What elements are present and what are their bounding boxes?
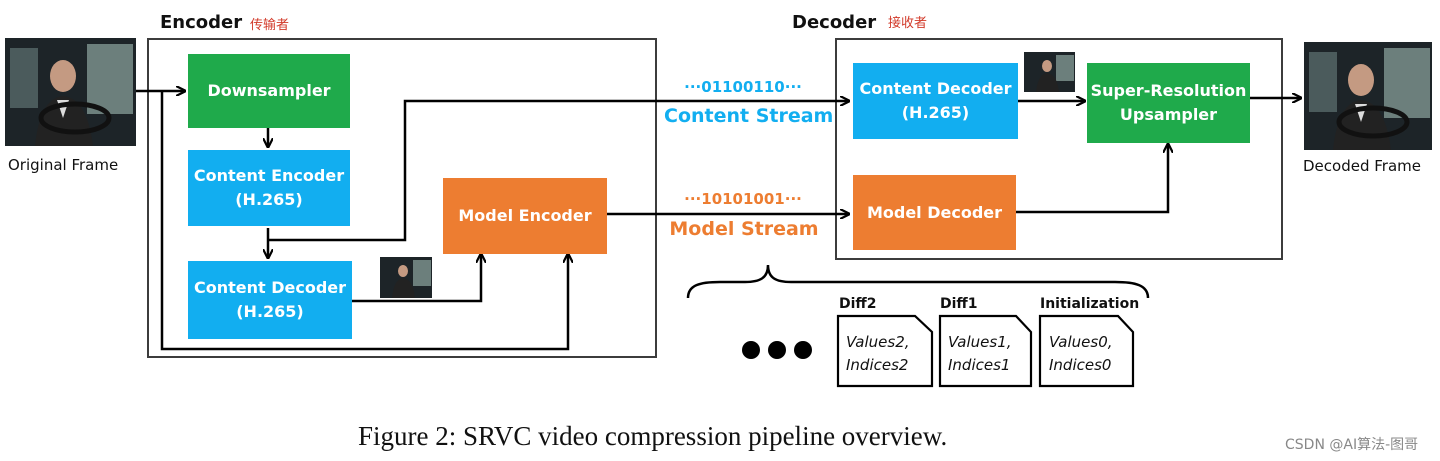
decoder-subtitle: 接收者 <box>888 16 928 31</box>
encoder-thumbnail-image <box>380 257 432 298</box>
decoded-thumbnail-image <box>1024 52 1075 92</box>
decoder-region <box>835 38 1283 260</box>
ellipsis-dot <box>768 341 786 359</box>
diff1-title: Diff1 <box>940 296 978 312</box>
diff2-title: Diff2 <box>839 296 877 312</box>
content-decoder-encoder-block: Content Decoder (H.265) <box>188 261 352 339</box>
figure-caption: Figure 2: SRVC video compression pipelin… <box>358 421 948 451</box>
content-stream-label: Content Stream <box>664 105 834 127</box>
encoder-subtitle: 传输者 <box>250 18 290 33</box>
super-resolution-upsampler-block: Super-Resolution Upsampler <box>1087 63 1250 143</box>
decoded-frame-label: Decoded Frame <box>1303 157 1421 175</box>
content-encoder-block: Content Encoder (H.265) <box>188 150 350 226</box>
diff1-document <box>938 314 1033 388</box>
content-decoder-decoder-block: Content Decoder (H.265) <box>853 63 1018 139</box>
diff2-document <box>836 314 934 388</box>
ellipsis-dot <box>742 341 760 359</box>
watermark: CSDN @AI算法-图哥 <box>1285 437 1419 453</box>
model-encoder-block: Model Encoder <box>443 178 607 254</box>
model-stream-bits: ···10101001··· <box>684 190 802 208</box>
model-decoder-block: Model Decoder <box>853 175 1016 250</box>
original-frame-image <box>5 38 136 146</box>
original-frame-label: Original Frame <box>8 156 119 174</box>
initialization-document <box>1038 314 1135 388</box>
initialization-title: Initialization <box>1040 296 1140 312</box>
ellipsis-dot <box>794 341 812 359</box>
diff2-text: Values2, Indices2 <box>846 333 910 374</box>
decoder-title: Decoder <box>792 12 877 33</box>
encoder-region <box>147 38 657 358</box>
decoded-frame-image <box>1304 42 1432 150</box>
downsampler-block: Downsampler <box>188 54 350 128</box>
initialization-text: Values0, Indices0 <box>1049 333 1113 374</box>
content-stream-bits: ···01100110··· <box>684 78 802 96</box>
encoder-title: Encoder <box>160 12 243 33</box>
model-stream-label: Model Stream <box>669 218 819 240</box>
diff1-text: Values1, Indices1 <box>948 333 1012 374</box>
